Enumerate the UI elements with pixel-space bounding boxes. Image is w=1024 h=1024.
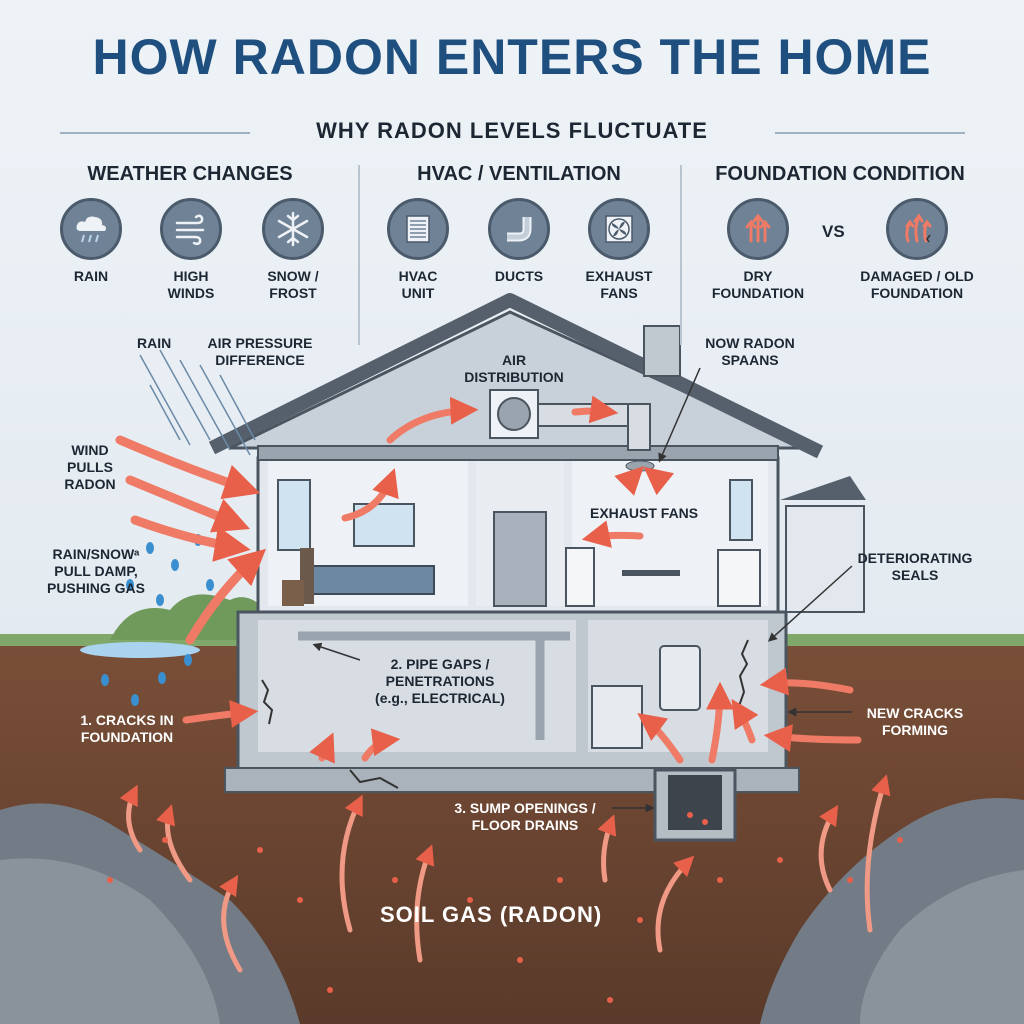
pipe-gaps-annotation: 2. PIPE GAPS / PENETRATIONS (e.g., ELECT… <box>375 656 505 706</box>
fridge <box>565 547 595 607</box>
air-distribution-annotation: AIR DISTRIBUTION <box>464 352 564 385</box>
furnace <box>591 685 643 749</box>
rain-snow-annotation: RAIN/SNOWᵃ PULL DAMP, PUSHING GAS <box>46 546 145 596</box>
water-heater <box>659 645 701 711</box>
vs-text: VS <box>822 222 845 241</box>
window <box>353 503 415 547</box>
now-radon-annotation: NOW RADON SPAANS <box>705 335 795 368</box>
dry-foundation-label: DRY FOUNDATION <box>711 268 805 301</box>
foundation-condition-title: FOUNDATION CONDITION <box>715 163 965 185</box>
rock-left-light <box>0 858 220 1024</box>
rain-drops <box>101 534 214 706</box>
door <box>493 511 547 607</box>
porch <box>785 505 865 613</box>
snow-frost-label: SNOW / FROST <box>267 268 319 301</box>
ducts-label: DUCTS <box>494 268 544 284</box>
crack <box>261 679 274 725</box>
basement-room-left <box>258 620 576 752</box>
window <box>277 479 311 551</box>
damaged-foundation-label: DAMAGED / OLD FOUNDATION <box>860 268 974 301</box>
ceiling <box>257 445 779 461</box>
puddle <box>80 642 200 658</box>
column-divider <box>358 165 360 345</box>
wind-arrows <box>115 435 267 645</box>
crack <box>738 639 749 707</box>
chimney <box>643 325 681 377</box>
radon-particles <box>107 812 903 1003</box>
rock-right-light <box>860 870 1024 1024</box>
table <box>622 570 680 576</box>
slab-crack <box>349 769 399 789</box>
column-divider <box>680 165 682 345</box>
stove <box>717 549 761 607</box>
exhaust-fans-annotation: EXHAUST FANS <box>590 505 699 521</box>
nightstand <box>282 580 304 606</box>
cracks-annotation: 1. CRACKS IN FOUNDATION <box>80 712 174 745</box>
exhaust-fan-icon <box>588 198 650 260</box>
rain-annotation: RAIN <box>137 335 172 351</box>
porch-roof <box>780 476 866 500</box>
hvac-fan <box>497 397 531 431</box>
exhaust-fans-label: EXHAUST FANS <box>585 268 653 301</box>
damaged-foundation-icon <box>886 198 948 260</box>
rain-label: RAIN <box>73 268 109 284</box>
sump-annotation: 3. SUMP OPENINGS / FLOOR DRAINS <box>454 800 596 833</box>
leader-lines <box>312 367 853 813</box>
soil-gas-arrows <box>119 774 891 973</box>
duct-drop <box>627 403 651 451</box>
indoor-air-arrows <box>182 395 862 764</box>
sump-opening <box>668 775 722 830</box>
roof <box>208 293 824 459</box>
rain-cloud-icon <box>60 198 122 260</box>
rain-streaks <box>139 349 256 456</box>
wind-pulls-annotation: WIND PULLS RADON <box>64 442 116 492</box>
duct-icon <box>488 198 550 260</box>
weather-changes-title: WEATHER CHANGES <box>87 163 293 185</box>
subtitle-rule-left <box>60 132 250 134</box>
dry-foundation-icon <box>727 198 789 260</box>
subtitle-rule-right <box>775 132 965 134</box>
deteriorating-seals-annotation: DETERIORATING SEALS <box>857 550 973 583</box>
hvac-unit-icon <box>387 198 449 260</box>
window <box>729 479 753 541</box>
page-subtitle: WHY RADON LEVELS FLUCTUATE <box>316 118 708 143</box>
soil-gas-label: SOIL GAS (RADON) <box>380 902 603 927</box>
air-pressure-annotation: AIR PRESSURE DIFFERENCE <box>207 335 313 368</box>
wind-icon <box>160 198 222 260</box>
bush <box>110 594 270 640</box>
new-cracks-annotation: NEW CRACKS FORMING <box>866 705 964 738</box>
snowflake-icon <box>262 198 324 260</box>
hvac-unit-label: HVAC UNIT <box>398 268 438 301</box>
bed <box>309 565 435 595</box>
page-title: HOW RADON ENTERS THE HOME <box>92 29 932 85</box>
hvac-ventilation-title: HVAC / VENTILATION <box>417 163 621 185</box>
high-winds-label: HIGH WINDS <box>167 268 215 301</box>
